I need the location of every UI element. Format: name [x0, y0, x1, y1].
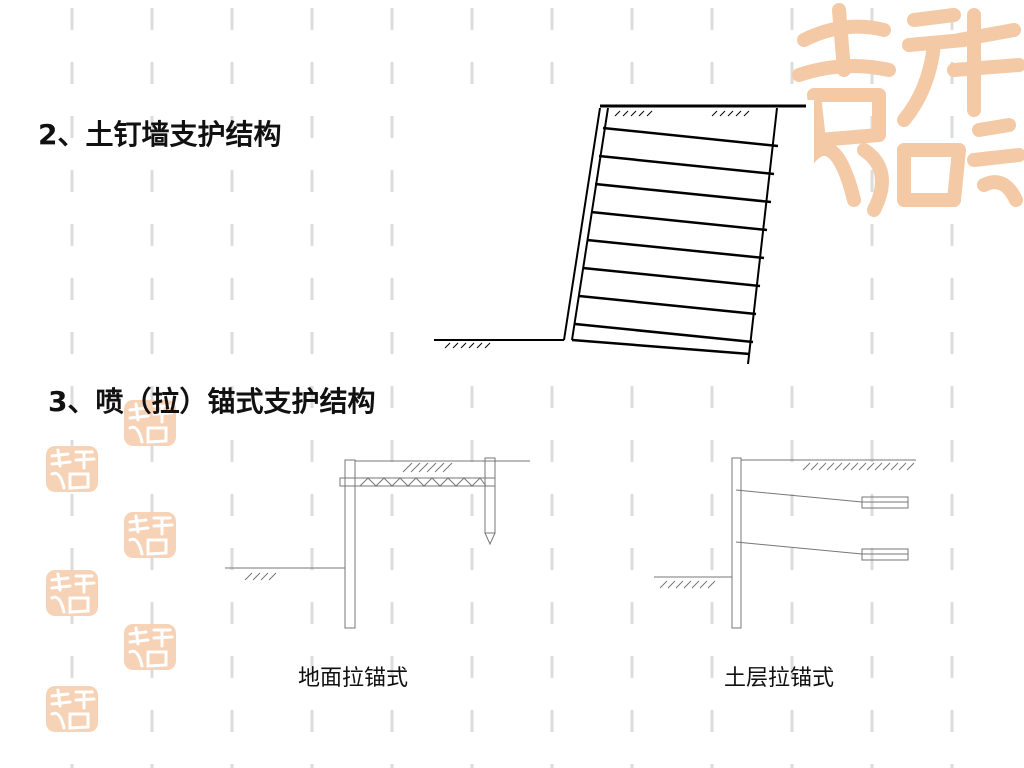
soil-anchor-diagram — [654, 457, 916, 629]
soil-nail-wall-diagram — [430, 100, 814, 372]
stamp-seal — [46, 686, 98, 732]
stamp-seal — [46, 570, 98, 616]
auspicious-seal-watermark — [792, 3, 1024, 217]
caption-ground-anchor: 地面拉锚式 — [298, 666, 409, 691]
heading-anchor-support: 3、喷（拉）锚式支护结构 — [48, 385, 376, 418]
stamp-seal — [124, 624, 176, 670]
stamp-seal — [124, 400, 176, 446]
caption-soil-anchor: 土层拉锚式 — [724, 666, 835, 691]
stamp-seal — [124, 512, 176, 558]
ground-anchor-diagram — [225, 457, 530, 629]
heading-soil-nail-wall: 2、土钉墙支护结构 — [38, 118, 282, 151]
stamp-seal — [46, 446, 98, 492]
